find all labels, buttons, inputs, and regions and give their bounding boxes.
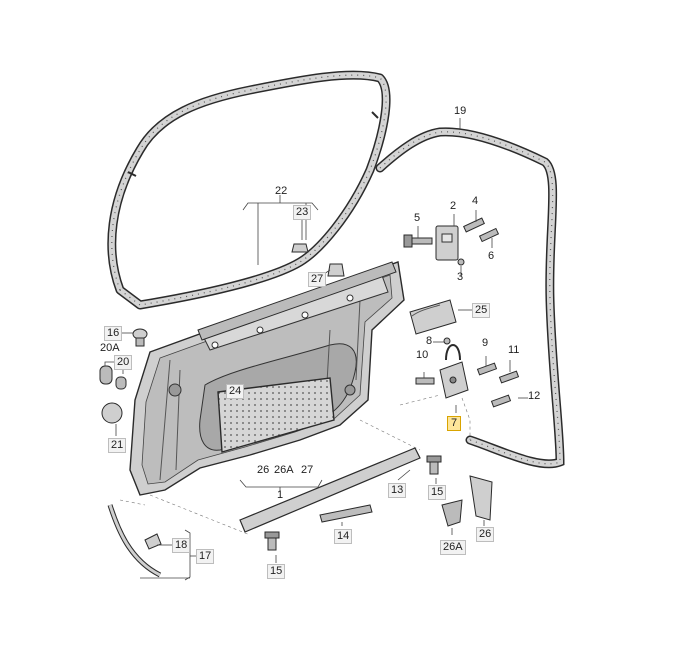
cap-21 (101, 402, 123, 424)
door-lock-7 (439, 344, 469, 399)
callout-15-right: 15 (428, 485, 447, 500)
clip-27 (327, 263, 345, 277)
callout-20: 20 (114, 355, 133, 370)
bolt-15-bottom (264, 531, 280, 551)
callout-16: 16 (104, 326, 123, 341)
callout-26a-center: 26A (274, 464, 294, 476)
callout-21: 21 (108, 438, 127, 453)
callout-14: 14 (334, 529, 353, 544)
callout-6: 6 (488, 250, 495, 262)
nut-3 (457, 258, 465, 266)
clip-23 (291, 243, 309, 253)
callout-26a-right: 26A (440, 540, 466, 555)
callout-22: 22 (275, 185, 288, 197)
plug-20a (99, 365, 113, 385)
bracket-26 (469, 475, 493, 521)
callout-2: 2 (450, 200, 457, 212)
callout-26-center: 26 (257, 464, 270, 476)
bolt-11 (498, 370, 520, 384)
callout-23: 23 (293, 205, 312, 220)
bolt-9 (476, 362, 498, 376)
clip-16 (132, 328, 148, 347)
callout-27-center: 27 (301, 464, 314, 476)
trim-panel-24 (217, 377, 335, 453)
callout-27-top: 27 (308, 272, 327, 287)
bolt-4 (463, 217, 485, 233)
window-frame-seal (107, 70, 391, 310)
callout-26-right: 26 (476, 527, 495, 542)
callout-20a: 20A (100, 342, 120, 354)
bolt-15-right (426, 455, 442, 475)
door-seal-19 (375, 127, 565, 469)
callout-7: 7 (447, 416, 462, 431)
hinge-2 (435, 225, 459, 261)
guide-lines (119, 394, 471, 536)
callout-18: 18 (172, 538, 191, 553)
nut-8 (443, 337, 451, 345)
bracket-26a (441, 499, 463, 527)
callout-15-bottom: 15 (267, 564, 286, 579)
callout-12: 12 (528, 390, 541, 402)
callout-3: 3 (457, 271, 464, 283)
sill-strip-13 (239, 447, 421, 533)
callout-9: 9 (482, 337, 489, 349)
callout-19: 19 (454, 105, 467, 117)
callout-24: 24 (226, 384, 245, 399)
clip-18 (144, 533, 162, 550)
bolt-10 (415, 377, 435, 385)
callout-25: 25 (472, 303, 491, 318)
strip-14 (319, 504, 373, 523)
door-check-25 (409, 299, 457, 335)
window-channel (197, 261, 397, 341)
callout-8: 8 (426, 335, 433, 347)
callout-4: 4 (472, 195, 479, 207)
callout-1: 1 (277, 489, 284, 501)
bolt-12 (490, 394, 512, 408)
callout-13: 13 (388, 483, 407, 498)
callout-10: 10 (416, 349, 429, 361)
callout-17: 17 (196, 549, 215, 564)
callout-11: 11 (508, 344, 520, 356)
callout-5: 5 (414, 212, 421, 224)
leader-lines (104, 118, 528, 581)
bolt-5 (403, 234, 433, 248)
bolt-6 (478, 227, 500, 243)
plug-20 (115, 376, 127, 390)
